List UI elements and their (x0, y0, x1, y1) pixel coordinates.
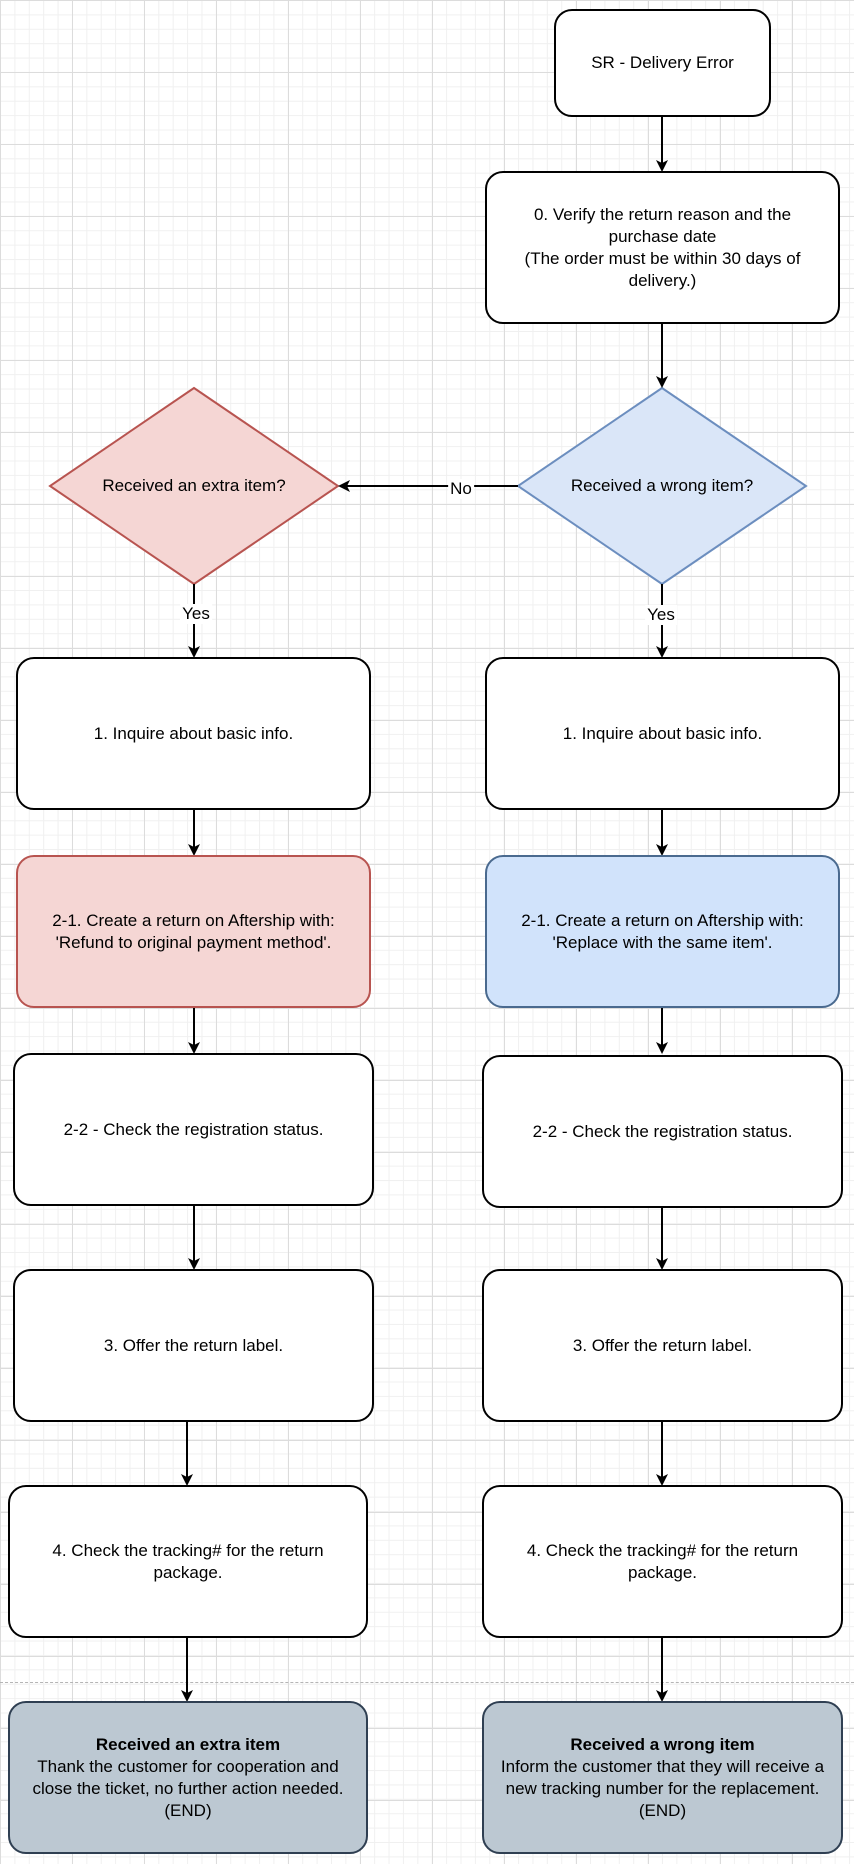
right-end-title: Received a wrong item (570, 1734, 755, 1754)
left-tracking-node: 4. Check the tracking# for the return pa… (8, 1485, 368, 1638)
left-tracking-line-1: 4. Check the tracking# for the return (52, 1540, 324, 1560)
left-check-status-label: 2-2 - Check the registration status. (63, 1119, 324, 1139)
right-end-line-1: Inform the customer that they will recei… (500, 1756, 825, 1776)
left-inquire-label: 1. Inquire about basic info. (93, 723, 294, 743)
right-end-node: Received a wrong item Inform the custome… (482, 1701, 843, 1854)
right-check-status-node: 2-2 - Check the registration status. (482, 1055, 843, 1208)
left-create-line-2: 'Refund to original payment method'. (55, 932, 332, 952)
right-create-line-2: 'Replace with the same item'. (552, 932, 773, 952)
decision-extra-label: Received an extra item? (102, 476, 286, 495)
left-end-title: Received an extra item (95, 1734, 281, 1754)
left-create-return-node: 2-1. Create a return on Aftership with: … (16, 855, 371, 1008)
right-offer-label-node: 3. Offer the return label. (482, 1269, 843, 1422)
edge-label-yes-left: Yes (180, 604, 212, 624)
left-inquire-node: 1. Inquire about basic info. (16, 657, 371, 810)
right-create-line-1: 2-1. Create a return on Aftership with: (521, 910, 804, 930)
left-end-node: Received an extra item Thank the custome… (8, 1701, 368, 1854)
left-end-line-1: Thank the customer for cooperation and (37, 1756, 339, 1776)
right-tracking-node: 4. Check the tracking# for the return pa… (482, 1485, 843, 1638)
right-inquire-node: 1. Inquire about basic info. (485, 657, 840, 810)
edge-label-yes-right: Yes (645, 605, 677, 625)
start-node-label: SR - Delivery Error (591, 53, 734, 72)
right-create-return-node: 2-1. Create a return on Aftership with: … (485, 855, 840, 1008)
decision-extra-label-box: Received an extra item? (70, 466, 318, 506)
left-check-status-node: 2-2 - Check the registration status. (13, 1053, 374, 1206)
verify-line-3: (The order must be within 30 days of (524, 248, 801, 268)
right-offer-label-label: 3. Offer the return label. (572, 1335, 753, 1355)
left-tracking-line-2: package. (153, 1562, 223, 1582)
right-end-line-3: (END) (638, 1800, 687, 1820)
right-inquire-label: 1. Inquire about basic info. (562, 723, 763, 743)
right-tracking-line-1: 4. Check the tracking# for the return (526, 1540, 799, 1560)
decision-wrong-label: Received a wrong item? (570, 476, 754, 495)
edge-label-no: No (448, 479, 474, 499)
verify-line-1: 0. Verify the return reason and the (533, 204, 792, 224)
left-create-line-1: 2-1. Create a return on Aftership with: (52, 910, 335, 930)
decision-wrong-label-box: Received a wrong item? (538, 466, 786, 506)
left-end-line-2: close the ticket, no further action need… (32, 1778, 344, 1798)
verify-node: 0. Verify the return reason and the purc… (485, 171, 840, 324)
right-tracking-line-2: package. (628, 1562, 697, 1582)
verify-line-2: purchase date (608, 226, 717, 246)
page-divider (0, 1682, 854, 1683)
right-end-line-2: new tracking number for the replacement. (505, 1778, 820, 1798)
left-offer-label-node: 3. Offer the return label. (13, 1269, 374, 1422)
verify-line-4: delivery.) (628, 270, 697, 290)
left-offer-label-label: 3. Offer the return label. (103, 1335, 284, 1355)
start-node: SR - Delivery Error (554, 9, 771, 117)
right-check-status-label: 2-2 - Check the registration status. (532, 1121, 793, 1141)
left-end-line-3: (END) (164, 1800, 212, 1820)
